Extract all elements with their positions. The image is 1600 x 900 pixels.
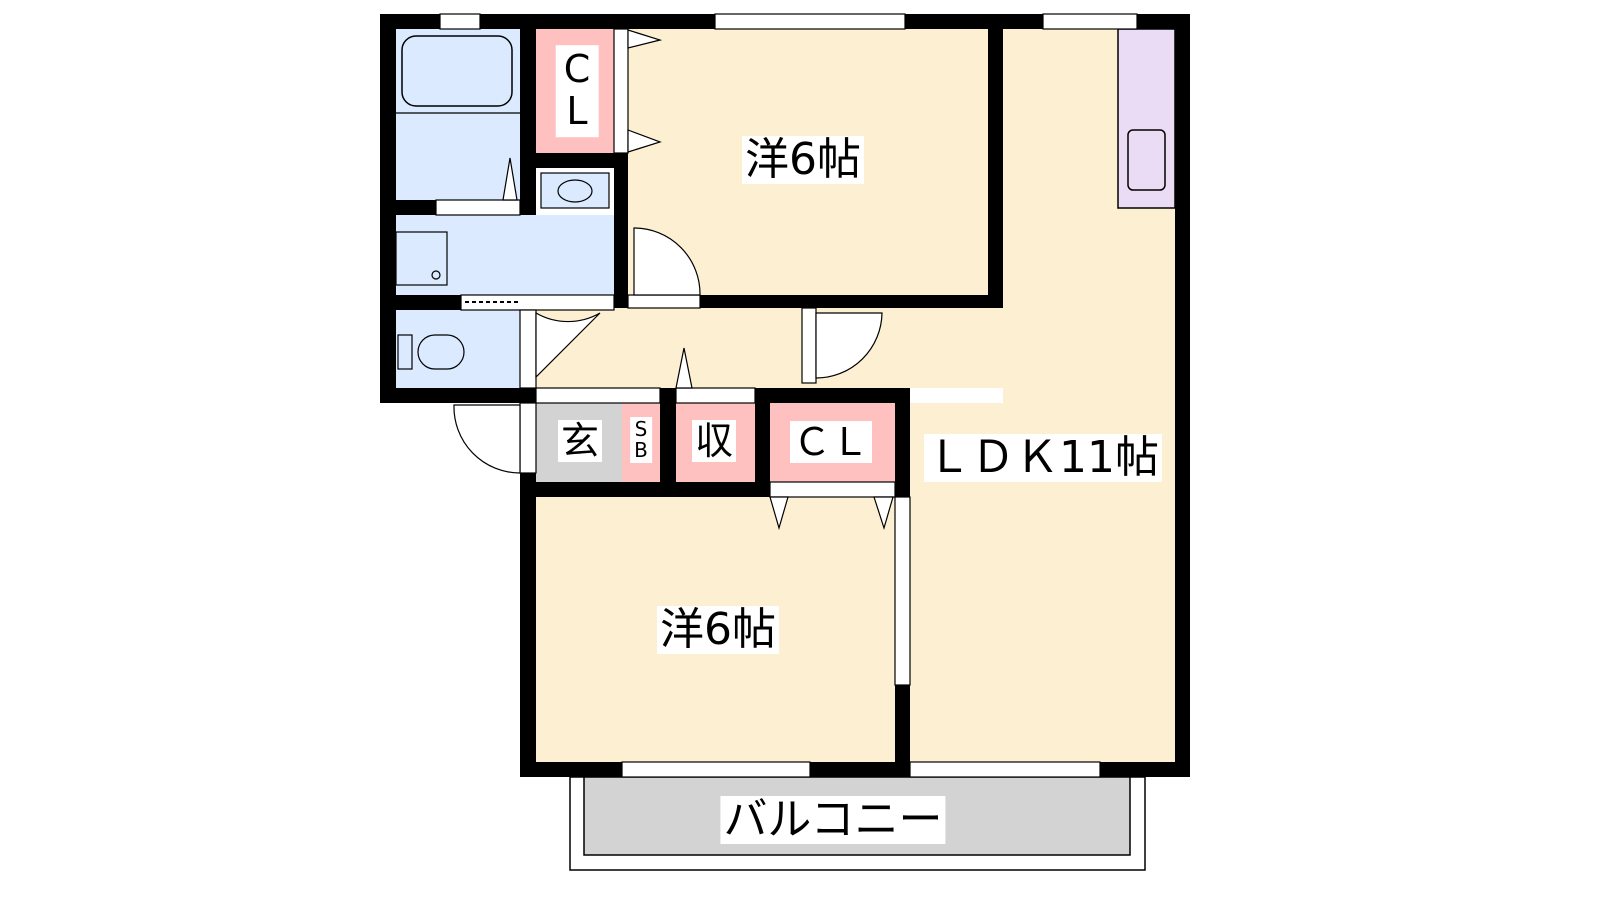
bathtub-icon xyxy=(401,35,513,107)
closet-top-letter-l: L xyxy=(566,89,588,133)
room-label-western-bottom: 洋6帖 xyxy=(657,606,779,654)
shoe-box-letter-b: B xyxy=(634,438,648,462)
windows xyxy=(435,13,1138,778)
room-label-ldk: ＬＤＫ11帖 xyxy=(924,434,1162,482)
room-label-balcony: バルコニー xyxy=(720,796,946,844)
closet-top-letter-c: C xyxy=(563,47,591,92)
hallway-floor xyxy=(536,308,1006,388)
room-label-western-top: 洋6帖 xyxy=(742,136,864,184)
door-swings xyxy=(453,29,894,531)
shoe-box-letter-s: S xyxy=(634,417,648,441)
room-label-closet-middle: ＣＬ xyxy=(789,421,873,463)
room-label-closet-top: C L xyxy=(555,45,599,137)
sink-icon xyxy=(1127,129,1166,191)
room-label-entrance: 玄 xyxy=(557,420,603,462)
room-label-shoe-box: S B xyxy=(630,417,652,463)
toilet-icon xyxy=(417,334,465,370)
room-label-storage: 収 xyxy=(691,420,737,462)
washing-machine-icon xyxy=(395,231,448,286)
